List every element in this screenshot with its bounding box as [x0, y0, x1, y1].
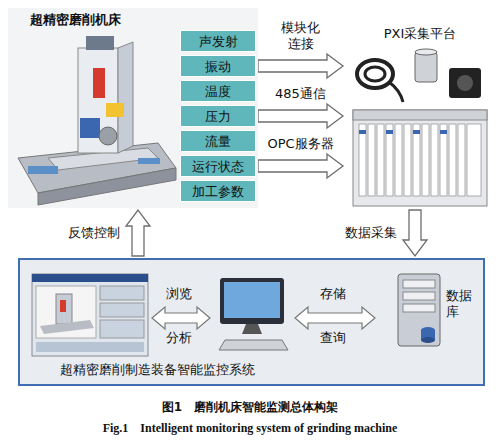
sensor-box: 声发射: [180, 30, 256, 52]
arrow-label: 模块化连接: [279, 20, 323, 52]
sensor-label: 温度: [205, 82, 231, 102]
sensor-label: 振动: [205, 57, 231, 77]
link-label: 存储: [320, 286, 346, 302]
machine-region: 超精密磨削机床声发射振动温度压力流量运行状态加工参数: [8, 8, 258, 208]
arrow-label: 反馈控制: [68, 225, 120, 241]
block-arrow: [258, 104, 343, 128]
sensor-box: 温度: [180, 80, 256, 102]
link-label: 查询: [320, 330, 346, 346]
sensor-box: 运行状态: [180, 155, 256, 177]
link-label: 分析: [166, 330, 192, 346]
arrow-label: 数据采集: [345, 225, 397, 241]
pxi-hardware-illustration: [345, 26, 495, 208]
sensor-box: 振动: [180, 55, 256, 77]
sensor-label: 运行状态: [192, 157, 244, 177]
sensor-box: 压力: [180, 105, 256, 127]
node-heading: 数据库: [446, 288, 472, 319]
block-arrow: [126, 210, 150, 256]
sensor-label: 压力: [205, 107, 231, 127]
block-arrow: [258, 154, 343, 178]
arrow-label: OPC服务器: [267, 136, 333, 152]
block-arrow: [403, 210, 427, 256]
arrow-label: 485通信: [275, 86, 326, 102]
server-illustration: [380, 268, 480, 356]
node-heading: PXI采集平台: [345, 26, 495, 42]
monitoring-system-panel: 超精密磨削制造装备智能监控系统 数据库: [18, 258, 485, 386]
node-heading: 超精密磨削制造装备智能监控系统: [60, 362, 255, 378]
sensor-label: 声发射: [199, 32, 238, 52]
sensor-box: 加工参数: [180, 180, 256, 202]
caption-english: Fig.1 Intelligent monitoring system of g…: [103, 420, 398, 436]
sensor-box: 流量: [180, 130, 256, 152]
acquisition-platform: PXI采集平台: [345, 26, 495, 208]
database-node: 数据库: [380, 268, 480, 356]
sensor-label: 加工参数: [192, 182, 244, 202]
sensor-label: 流量: [205, 132, 231, 152]
block-arrow: [258, 54, 343, 78]
node-heading: 超精密磨削机床: [30, 12, 121, 28]
figure-caption: 图1 磨削机床智能监测总体构架: [162, 399, 338, 415]
link-label: 浏览: [166, 286, 192, 302]
